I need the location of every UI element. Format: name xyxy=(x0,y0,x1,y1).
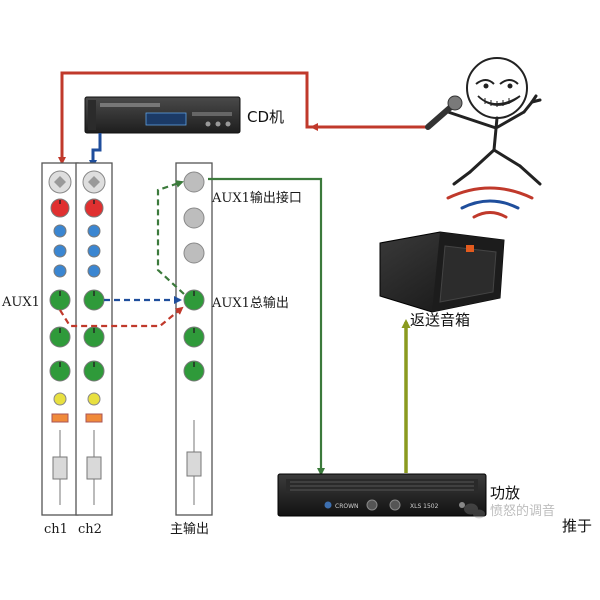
ch1-led xyxy=(53,392,67,406)
speaker-logo xyxy=(466,245,474,252)
main-output-label: 主输出 xyxy=(170,521,209,537)
aux1-master-to-jack-line xyxy=(156,180,185,295)
amp-brand-text: CROWN xyxy=(335,503,359,510)
jack-icon xyxy=(54,176,66,188)
amp-model-text: XLS 1502 xyxy=(410,503,439,510)
cd-to-ch2-line xyxy=(89,133,102,168)
ch1-label: ch1 xyxy=(44,522,68,537)
aux1-row-label: AUX1 xyxy=(1,295,40,310)
ch2-eq-knob[interactable] xyxy=(87,244,101,258)
aux1-master-label: AUX1总输出 xyxy=(211,295,289,311)
aux1-output-jack-label: AUX1输出接口 xyxy=(211,190,302,206)
jack-icon xyxy=(88,176,100,188)
aux-master-knob[interactable] xyxy=(183,326,205,348)
ch2-led xyxy=(87,392,101,406)
main-fader[interactable] xyxy=(186,451,202,477)
ch1-pan-knob[interactable] xyxy=(49,360,71,382)
monitor-speaker xyxy=(379,231,505,313)
output-jack[interactable] xyxy=(183,207,205,229)
ch1-eq-knob[interactable] xyxy=(53,224,67,238)
ch2-eq-knob[interactable] xyxy=(87,224,101,238)
sound-waves xyxy=(446,186,534,219)
ch1-aux1-send-line xyxy=(59,306,184,328)
ch1-eq-knob[interactable] xyxy=(53,264,67,278)
monitor-speaker-label: 返送音箱 xyxy=(410,311,470,329)
ch1-eq-knob[interactable] xyxy=(53,244,67,258)
aux-master-knob[interactable] xyxy=(183,360,205,382)
cd-player-label: CD机 xyxy=(247,108,284,126)
ch2-eq-knob[interactable] xyxy=(87,264,101,278)
ch2-gain-knob[interactable] xyxy=(84,198,104,218)
amplifier-unit xyxy=(277,473,487,517)
ch1-gain-knob[interactable] xyxy=(50,198,70,218)
cd-player xyxy=(84,96,241,134)
watermark-cut-text: 推于 xyxy=(562,517,592,535)
wechat-icon xyxy=(464,503,485,519)
ch1-fader[interactable] xyxy=(52,456,68,480)
ch1-aux-knob[interactable] xyxy=(49,326,71,348)
ch1-mute-button[interactable] xyxy=(51,413,69,423)
aux1-master-knob[interactable] xyxy=(183,289,205,311)
mic-to-ch1-line xyxy=(58,71,428,165)
knob-pointers xyxy=(59,200,195,367)
ch2-label: ch2 xyxy=(78,522,102,537)
aux1-output-jack[interactable] xyxy=(183,171,205,193)
singer-figure xyxy=(446,57,542,186)
output-jack[interactable] xyxy=(183,242,205,264)
aux1-to-amp-line xyxy=(208,177,325,476)
watermark-text: 愤怒的调音 xyxy=(490,503,555,519)
amplifier-label: 功放 xyxy=(490,484,520,502)
ch2-mute-button[interactable] xyxy=(85,413,103,423)
microphone-icon xyxy=(425,95,463,130)
ch2-pan-knob[interactable] xyxy=(83,360,105,382)
ch2-fader[interactable] xyxy=(86,456,102,480)
